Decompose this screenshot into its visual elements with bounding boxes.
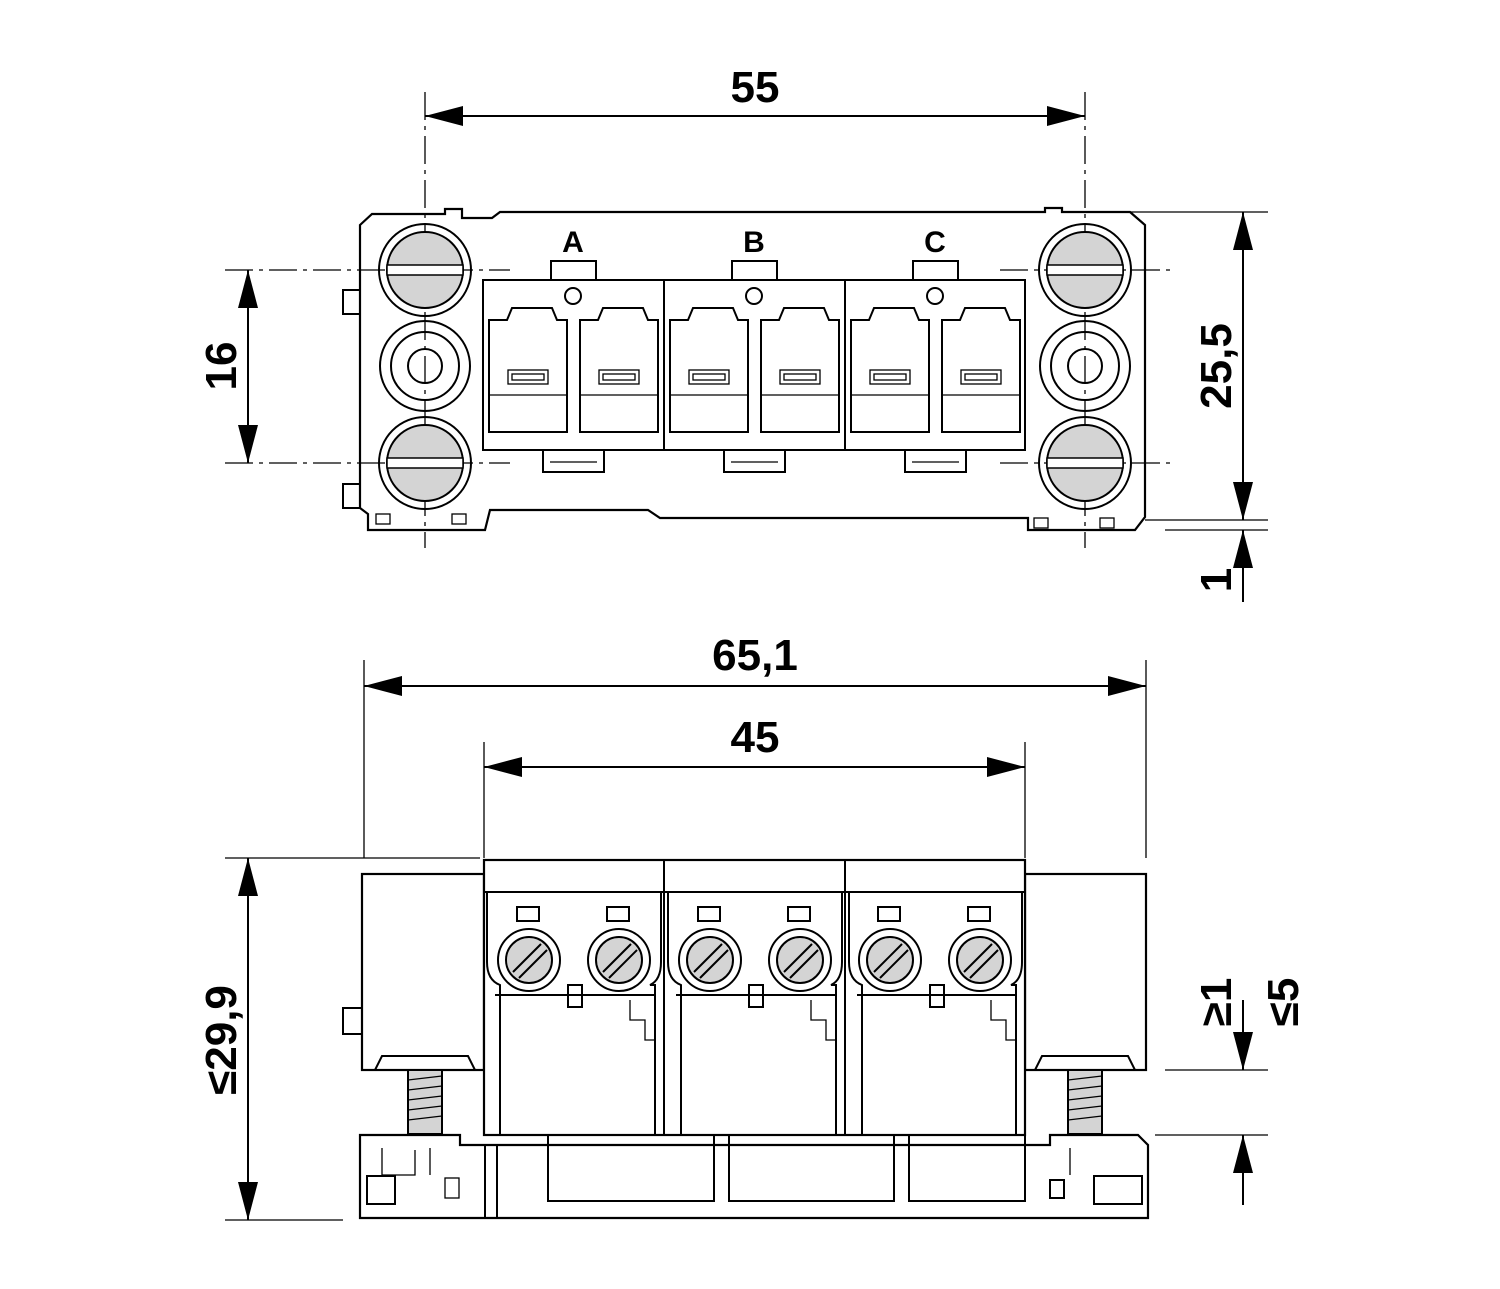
screw-top-left-icon bbox=[378, 223, 472, 317]
dim-65-1-label: 65,1 bbox=[712, 631, 798, 680]
dimension-45: 45 bbox=[484, 713, 1025, 777]
dim-55-label: 55 bbox=[731, 63, 780, 112]
dimension-55: 55 bbox=[425, 63, 1085, 126]
dim-29-9-label: ≤29,9 bbox=[197, 985, 246, 1095]
dimension-25-5: 25,5 bbox=[1130, 211, 1268, 531]
clamp-screw-right-icon bbox=[1033, 1055, 1137, 1135]
mounting-rail bbox=[358, 1133, 1150, 1220]
dim-16-label: 16 bbox=[197, 342, 246, 391]
screw-bottom-right-icon bbox=[1038, 416, 1132, 510]
module-c-side bbox=[848, 892, 1023, 1135]
module-a-top bbox=[488, 260, 659, 473]
washer-left-icon bbox=[379, 320, 471, 412]
dimension-clamp-range: ≥1 ≤5 bbox=[1192, 978, 1308, 1205]
module-label-c: C bbox=[924, 226, 946, 259]
dimension-16: 16 bbox=[197, 270, 258, 463]
clamp-screw-left-icon bbox=[373, 1055, 477, 1135]
side-view: 65,1 45 ≤29,9 bbox=[197, 631, 1308, 1221]
top-view: A B C 55 16 25,5 bbox=[197, 63, 1268, 602]
dim-min-1-label: ≥1 bbox=[1192, 978, 1241, 1027]
module-b-top bbox=[669, 260, 840, 473]
module-label-a: A bbox=[562, 226, 584, 259]
module-c-top bbox=[850, 260, 1021, 473]
module-a-side bbox=[486, 892, 662, 1135]
module-b-side bbox=[667, 892, 843, 1135]
dim-25-5-label: 25,5 bbox=[1192, 323, 1241, 409]
dimension-1-top: 1 bbox=[1192, 530, 1253, 602]
dimension-65-1: 65,1 bbox=[364, 631, 1146, 696]
screw-bottom-left-icon bbox=[378, 416, 472, 510]
dim-1-label: 1 bbox=[1192, 568, 1241, 592]
dim-max-5-label: ≤5 bbox=[1259, 978, 1308, 1027]
washer-right-icon bbox=[1039, 320, 1131, 412]
module-label-b: B bbox=[743, 226, 765, 259]
dimension-29-9: ≤29,9 bbox=[197, 858, 258, 1220]
dim-45-label: 45 bbox=[731, 713, 780, 762]
screw-top-right-icon bbox=[1038, 223, 1132, 317]
